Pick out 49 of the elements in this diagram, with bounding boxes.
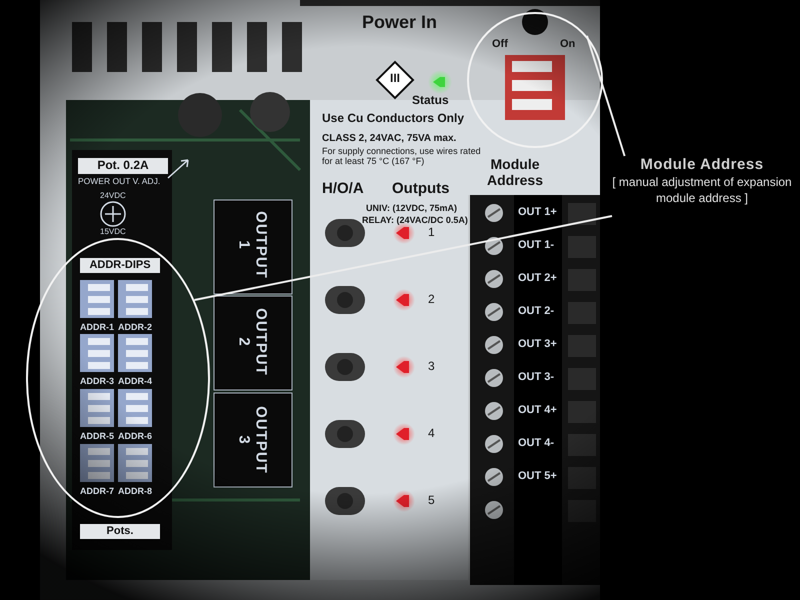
terminal-label: OUT 1- — [518, 239, 554, 252]
channel-number: 5 — [428, 494, 435, 508]
pot-label: Pots. — [80, 524, 160, 539]
terminal-label: OUT 2+ — [518, 272, 557, 285]
dip-label: ADDR-3 — [80, 376, 114, 386]
channel-number: 3 — [428, 360, 435, 374]
board-label: 24VDC — [100, 191, 126, 200]
panel-label: Module Address — [486, 156, 544, 188]
output-label: OUTPUT 3 — [234, 405, 270, 475]
rating-label: CLASS 2, 24VAC, 75VA max. — [322, 133, 456, 144]
status-label: Status — [412, 94, 449, 108]
terminal-label: OUT 4- — [518, 437, 554, 450]
terminal-label: OUT 5+ — [518, 470, 557, 483]
dip-label: ADDR-5 — [80, 431, 114, 442]
channel-number: 4 — [428, 427, 435, 441]
leader-line — [586, 35, 626, 156]
panel-label: H/O/A — [322, 180, 364, 198]
output-label: OUTPUT 2 — [234, 307, 270, 377]
panel-label: Use Cu Conductors Only — [322, 112, 464, 126]
class-mark: III — [388, 72, 401, 86]
switch-label: On — [560, 38, 576, 51]
highlight-circle — [467, 12, 603, 148]
wiring-note: For supply connections, use wires rated for at least 75 °C (167 °F) — [322, 146, 482, 167]
output-label: OUTPUT 1 — [234, 210, 270, 280]
switch-label: Off — [492, 38, 508, 51]
panel-label: Outputs — [392, 180, 450, 198]
terminal-label: OUT 4+ — [518, 404, 557, 417]
terminal-label: OUT 3- — [518, 371, 554, 384]
callout-title: Module Address — [639, 156, 765, 173]
dip-label: ADDR-4 — [118, 376, 152, 386]
channel-number: 2 — [428, 293, 435, 307]
terminal-label: OUT 2- — [518, 305, 554, 318]
rating-label: RELAY: (24VAC/DC 0.5A) — [362, 215, 468, 226]
callout-description: [ manual adjustment of expansion module address ] — [612, 175, 792, 206]
panel-label: Power In — [362, 12, 438, 33]
dip-label: ADDR-1 — [80, 322, 114, 332]
board-label: 15VDC — [100, 227, 126, 236]
dip-label: ADDR-8 — [118, 486, 152, 496]
channel-number: 1 — [428, 226, 435, 240]
terminal-label: OUT 3+ — [518, 338, 557, 351]
dip-label: ADDR-2 — [118, 322, 152, 332]
terminal-label: OUT 1+ — [518, 206, 557, 219]
dip-label: ADDR-7 — [80, 486, 114, 496]
rating-label: UNIV: (12VDC, 75mA) — [366, 203, 458, 214]
pot-label: Pot. 0.2A — [78, 158, 168, 174]
dip-group-label: ADDR-DIPS — [80, 258, 160, 273]
board-label: POWER OUT V. ADJ. — [78, 177, 160, 187]
leader-line — [194, 215, 612, 301]
dip-label: ADDR-6 — [118, 431, 152, 442]
